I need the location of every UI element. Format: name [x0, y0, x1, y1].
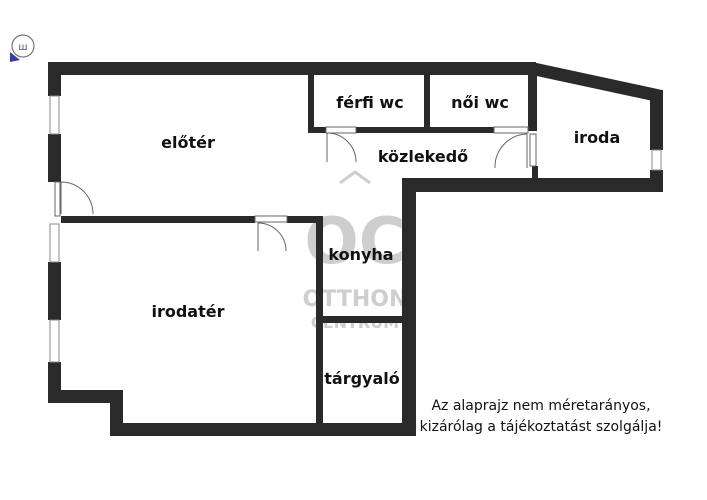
room-label-kozlekedo: közlekedő [378, 147, 468, 166]
svg-text:ш: ш [18, 42, 27, 53]
disclaimer-line2: kizárólag a tájékoztatást szolgálja! [420, 419, 663, 435]
room-label-iroda: iroda [574, 128, 621, 147]
inner-walls [61, 75, 538, 436]
room-label-targyalo: tárgyaló [324, 369, 400, 388]
room-label-ferfi-wc: férfi wc [336, 93, 403, 112]
room-label-konyha: konyha [328, 245, 393, 264]
doors [54, 126, 537, 252]
compass-icon: ш [10, 34, 35, 62]
windows [49, 95, 662, 363]
disclaimer-line1: Az alaprajz nem méretarányos, [431, 398, 650, 414]
room-label-noi-wc: női wc [451, 93, 509, 112]
room-label-eloter: előtér [161, 133, 215, 152]
room-label-irodater: irodatér [151, 302, 224, 321]
